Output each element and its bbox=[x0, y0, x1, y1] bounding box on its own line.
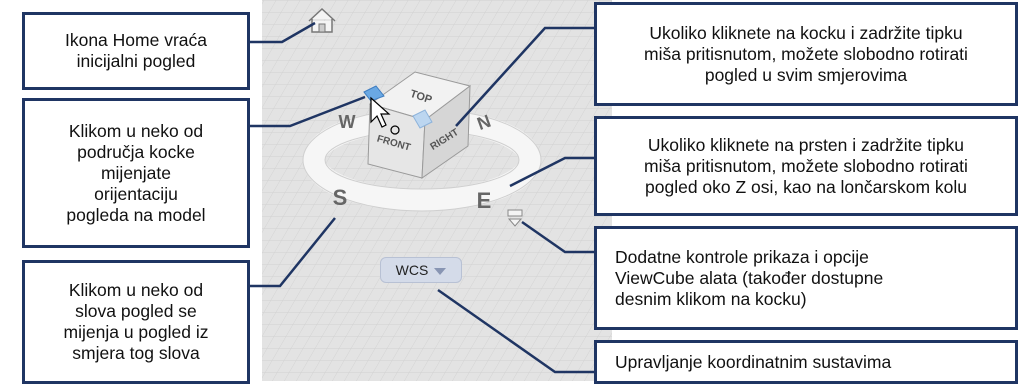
callout-rotate-cube-text: Ukoliko kliknete na kocku i zadržite tip… bbox=[644, 22, 968, 85]
callout-letters-text: Klikom u neko od slova pogled se mijenja… bbox=[63, 280, 209, 363]
callout-rotate-ring: Ukoliko kliknete na prsten i zadržite ti… bbox=[594, 116, 1018, 216]
callout-rotate-ring-text: Ukoliko kliknete na prsten i zadržite ti… bbox=[644, 134, 968, 197]
dropdown-arrow-icon bbox=[434, 267, 447, 275]
callout-ucs: Upravljanje koordinatnim sustavima bbox=[594, 340, 1018, 384]
callout-home-text: Ikona Home vraća inicijalni pogled bbox=[64, 30, 207, 71]
callout-letters: Klikom u neko od slova pogled se mijenja… bbox=[22, 260, 250, 384]
callout-cube-regions-text: Klikom u neko od područja kocke mijenjat… bbox=[66, 120, 206, 225]
callout-home: Ikona Home vraća inicijalni pogled bbox=[22, 12, 250, 90]
callout-rotate-cube: Ukoliko kliknete na kocku i zadržite tip… bbox=[594, 2, 1018, 106]
viewcube-viewport bbox=[262, 0, 612, 381]
callout-ucs-text: Upravljanje koordinatnim sustavima bbox=[615, 351, 892, 372]
callout-cube-regions: Klikom u neko od područja kocke mijenjat… bbox=[22, 98, 250, 248]
wcs-label: WCS bbox=[395, 262, 429, 278]
callout-extra-controls: Dodatne kontrole prikaza i opcije ViewCu… bbox=[594, 226, 1018, 330]
wcs-dropdown[interactable]: WCS bbox=[380, 257, 462, 283]
callout-extra-controls-text: Dodatne kontrole prikaza i opcije ViewCu… bbox=[615, 246, 884, 309]
